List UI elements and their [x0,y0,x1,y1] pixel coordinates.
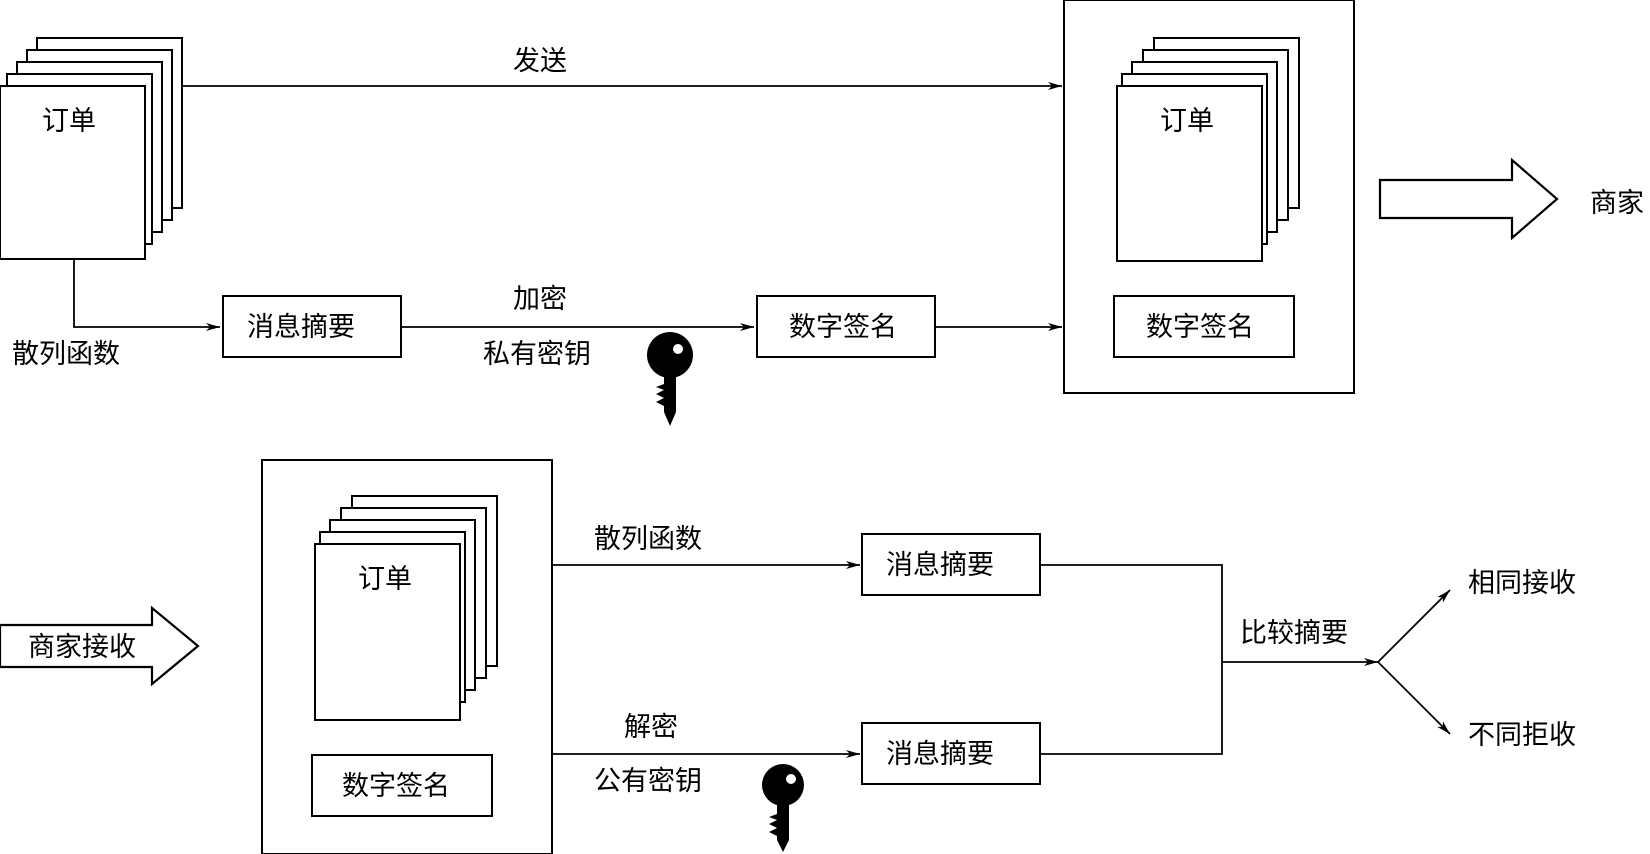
package-order-label: 订单 [1160,106,1214,137]
to-merchant-arrow [1378,157,1559,241]
received-order-label: 订单 [358,564,412,595]
private-key-label: 私有密钥 [483,339,591,370]
accept-arrow [1377,589,1451,663]
encrypt-label: 加密 [513,284,567,315]
hash-connector [73,259,220,331]
package-signature-label: 数字签名 [1146,312,1254,343]
reject-arrow [1377,661,1451,735]
compare-connector [1040,564,1223,755]
order-document-stack: 订单 [0,37,183,260]
computed-digest-label: 消息摘要 [886,550,994,581]
bottom-hash-label: 散列函数 [594,524,702,555]
key-icon [762,764,804,852]
merchant-label: 商家 [1590,188,1644,219]
decrypted-digest-box: 消息摘要 [861,722,1041,785]
different-reject-label: 不同拒收 [1468,720,1576,751]
send-label: 发送 [513,46,567,77]
public-key-label: 公有密钥 [594,766,702,797]
same-accept-label: 相同接收 [1468,568,1576,599]
merchant-receive-label: 商家接收 [28,632,136,663]
message-digest-label: 消息摘要 [247,312,355,343]
decrypt-label: 解密 [624,712,678,743]
compare-digest-label: 比较摘要 [1240,618,1348,649]
received-package: 订单 数字签名 [261,459,553,854]
received-signature-label: 数字签名 [342,771,450,802]
key-icon [647,332,693,426]
digital-signature-label: 数字签名 [789,312,897,343]
order-label: 订单 [42,106,96,137]
merchant-receive-arrow [0,605,200,687]
digital-signature-box: 数字签名 [756,295,936,358]
hash-function-label: 散列函数 [12,339,120,370]
message-digest-box: 消息摘要 [222,295,402,358]
computed-digest-box: 消息摘要 [861,533,1041,596]
decrypted-digest-label: 消息摘要 [886,739,994,770]
signed-order-package: 订单 数字签名 [1063,0,1355,394]
